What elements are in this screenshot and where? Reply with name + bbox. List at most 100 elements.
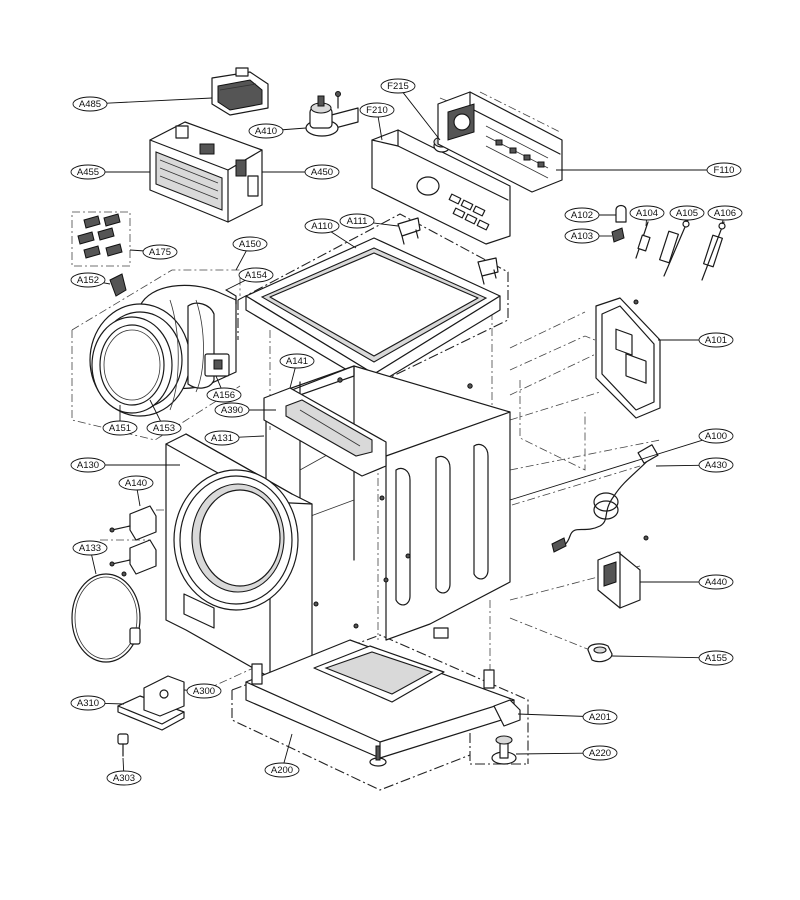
a430-power-cord <box>551 444 659 553</box>
callout-oval-a151 <box>102 420 138 436</box>
callout-oval-a101 <box>698 332 734 348</box>
callout-a200: A200 <box>264 733 300 778</box>
leader-line-a111 <box>373 222 399 227</box>
a133-clamp-ring <box>71 573 141 663</box>
callout-label-a152: A152 <box>77 275 99 286</box>
leader-line-a153 <box>149 399 161 422</box>
callout-oval-a105 <box>669 205 705 221</box>
callout-label-a410: A410 <box>255 126 277 137</box>
callout-label-a150: A150 <box>239 239 261 250</box>
callout-oval-a111 <box>339 213 375 229</box>
callout-label-a101: A101 <box>705 335 727 346</box>
leader-line-a303 <box>122 757 125 772</box>
f210-control-panel <box>371 129 511 245</box>
callout-a485: A485 <box>72 96 213 112</box>
callout-oval-a110 <box>304 218 340 234</box>
callout-label-a310: A310 <box>77 698 99 709</box>
callout-oval-a430 <box>698 457 734 473</box>
callout-oval-a154 <box>238 267 274 283</box>
callout-a101: A101 <box>658 332 734 348</box>
callout-label-a155: A155 <box>705 653 727 664</box>
callout-a455: A455 <box>70 164 150 180</box>
callout-oval-a102 <box>564 207 600 223</box>
callout-a100: A100 <box>509 428 734 501</box>
callout-label-a440: A440 <box>705 577 727 588</box>
callout-label-f215: F215 <box>387 81 409 92</box>
callout-label-a485: A485 <box>79 99 101 110</box>
callout-oval-a440 <box>698 574 734 590</box>
callout-label-a130: A130 <box>77 460 99 471</box>
a303-screw <box>117 733 129 757</box>
leader-line-a310 <box>104 703 125 705</box>
callout-a156: A156 <box>206 375 242 403</box>
a105-damper <box>659 219 690 277</box>
callout-f215: F215 <box>380 78 441 141</box>
callout-label-a105: A105 <box>676 208 698 219</box>
callout-oval-a455 <box>70 164 106 180</box>
a110-top-plate <box>245 237 501 387</box>
callout-label-a153: A153 <box>153 423 175 434</box>
callout-label-a220: A220 <box>589 748 611 759</box>
callout-label-a103: A103 <box>571 231 593 242</box>
callout-oval-a155 <box>698 650 734 666</box>
callout-a111: A111 <box>339 213 399 229</box>
callout-a150: A150 <box>232 236 268 271</box>
a152-latch <box>109 273 127 297</box>
callout-oval-a390 <box>214 402 250 418</box>
callout-oval-a485 <box>72 96 108 112</box>
callout-oval-f110 <box>706 162 742 178</box>
a300-pump-cover <box>143 675 185 717</box>
leader-line-f215 <box>402 92 441 141</box>
a106-damper <box>701 221 726 281</box>
callout-oval-a175 <box>142 244 178 260</box>
a440-door-lock <box>597 535 649 609</box>
leader-line-a220 <box>515 752 584 755</box>
leader-line-a152 <box>103 282 111 285</box>
a220-leveling-foot <box>491 735 517 765</box>
callout-a154: A154 <box>225 267 274 291</box>
callout-oval-a201 <box>582 709 618 725</box>
callout-a220: A220 <box>515 745 618 761</box>
callout-oval-a133 <box>72 540 108 556</box>
callout-a310: A310 <box>70 695 125 711</box>
a104-spring <box>635 221 651 259</box>
callout-label-a303: A303 <box>113 773 135 784</box>
callout-a152: A152 <box>70 272 111 288</box>
callout-a410: A410 <box>248 123 307 139</box>
callout-label-a111: A111 <box>347 216 368 227</box>
a111-top-brackets <box>397 217 499 285</box>
callout-label-a104: A104 <box>636 208 658 219</box>
callout-a175: A175 <box>129 244 178 260</box>
a201-bracket <box>493 699 521 727</box>
leader-line-a150 <box>235 250 247 271</box>
leader-line-a141 <box>289 367 296 389</box>
callout-oval-a103 <box>564 228 600 244</box>
callout-oval-a140 <box>118 475 154 491</box>
callout-f110: F110 <box>556 162 742 178</box>
callout-label-a100: A100 <box>705 431 727 442</box>
callout-oval-a303 <box>106 770 142 786</box>
callout-f210: F210 <box>359 102 395 141</box>
callout-a102: A102 <box>564 207 616 223</box>
callout-label-a156: A156 <box>213 390 235 401</box>
callout-oval-f215 <box>380 78 416 94</box>
leader-line-f210 <box>377 116 383 141</box>
callout-label-a450: A450 <box>311 167 333 178</box>
callout-label-a141: A141 <box>286 356 308 367</box>
a100-cabinet <box>263 365 511 641</box>
leader-line-a200 <box>283 733 293 764</box>
leader-line-a201 <box>517 713 584 717</box>
a410-pressure-switch <box>305 91 359 137</box>
callout-label-a201: A201 <box>589 712 611 723</box>
callout-label-f110: F110 <box>714 165 735 176</box>
callout-a303: A303 <box>106 757 142 786</box>
callout-a130: A130 <box>70 457 180 473</box>
callout-a140: A140 <box>118 475 154 507</box>
a150-tub-front-assembly <box>89 284 237 417</box>
a175-clip-set <box>71 211 131 267</box>
f110-control-pcb <box>437 91 563 193</box>
callout-oval-a153 <box>146 420 182 436</box>
leader-line-a155 <box>611 655 700 659</box>
